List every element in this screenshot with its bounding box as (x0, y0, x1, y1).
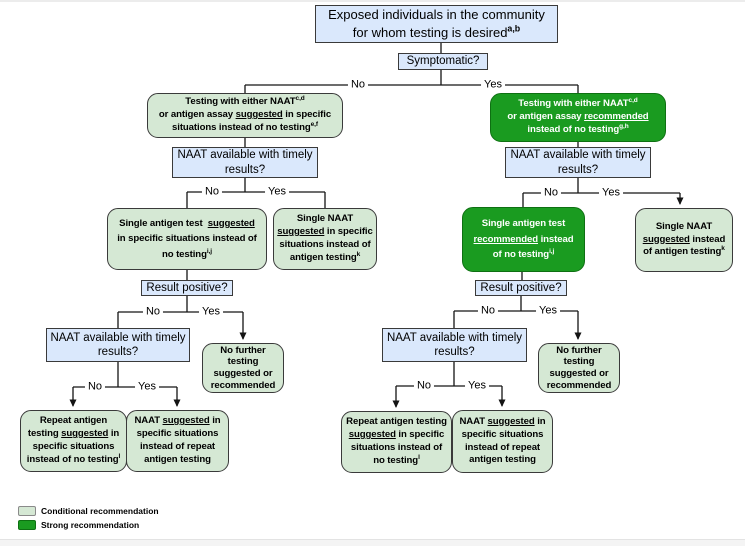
legend: Conditional recommendation Strong recomm… (18, 506, 159, 534)
edge-label-yes: Yes (465, 380, 489, 392)
legend-item-conditional: Conditional recommendation (18, 506, 159, 516)
bottom-edge-strip (0, 539, 745, 546)
edge-label-no: No (84, 381, 106, 393)
legend-label: Strong recommendation (41, 520, 140, 530)
node-result-positive-right: Result positive? (475, 280, 567, 296)
strong-swatch-icon (18, 520, 36, 530)
edge-label-yes: Yes (536, 305, 560, 317)
edge-label-no: No (347, 79, 369, 91)
node-symptomatic-question: Symptomatic? (398, 53, 488, 70)
edge-label-yes: Yes (265, 186, 289, 198)
edge-label-no: No (477, 305, 499, 317)
edge-label-yes: Yes (135, 381, 159, 393)
edge-label-no: No (201, 186, 223, 198)
edge-label-no: No (142, 306, 164, 318)
edge-label-yes: Yes (199, 306, 223, 318)
conditional-swatch-icon (18, 506, 36, 516)
edge-label-no: No (413, 380, 435, 392)
node-result-positive-left: Result positive? (141, 280, 233, 296)
legend-label: Conditional recommendation (41, 506, 159, 516)
legend-item-strong: Strong recommendation (18, 520, 159, 530)
edge-label-yes: Yes (481, 79, 505, 91)
top-edge-strip (0, 0, 745, 2)
edge-label-yes: Yes (599, 187, 623, 199)
edge-label-no: No (540, 187, 562, 199)
